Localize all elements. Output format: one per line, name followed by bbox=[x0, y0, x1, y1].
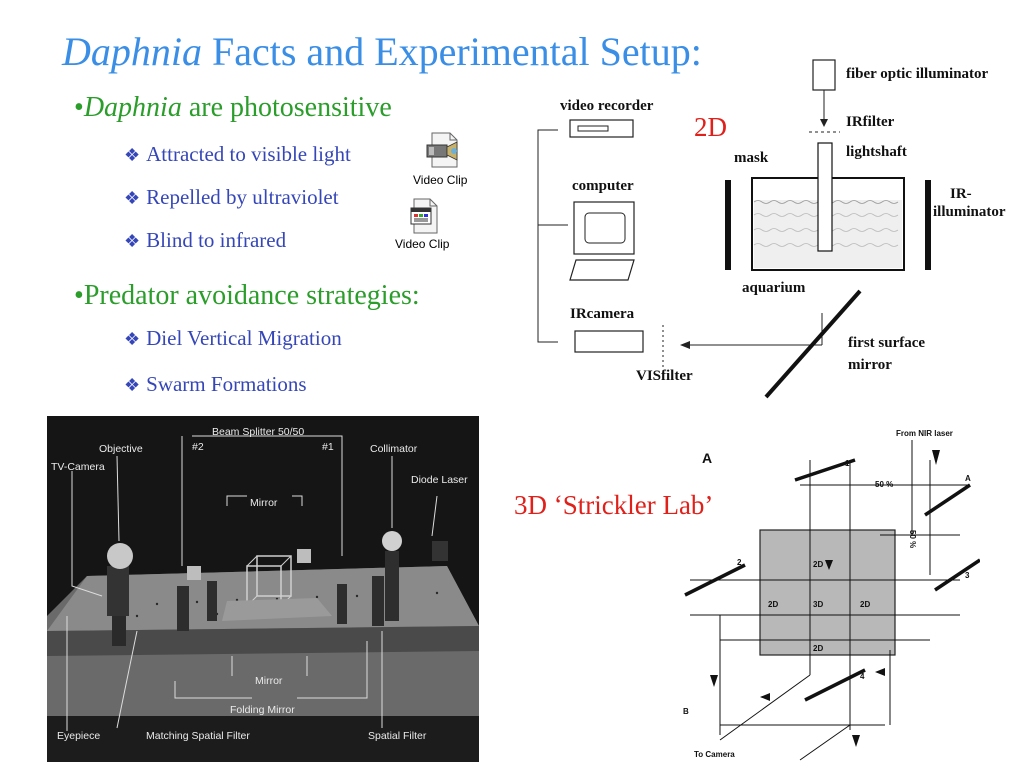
slide-title: Daphnia Facts and Experimental Setup: bbox=[62, 28, 702, 75]
diamond-icon: ❖ bbox=[124, 375, 141, 395]
label-2d-top: 2D bbox=[813, 560, 824, 569]
setup-3d-diagram bbox=[684, 440, 980, 761]
label-aquarium: aquarium bbox=[742, 280, 806, 296]
fiber-illuminator-box bbox=[812, 59, 836, 91]
diamond-icon: ❖ bbox=[124, 145, 141, 165]
diamond-icon: ❖ bbox=[124, 329, 141, 349]
sub-bullet-text: Swarm Formations bbox=[146, 372, 307, 396]
label-n4: 4 bbox=[860, 672, 865, 681]
sub-bullet-5: ❖Swarm Formations bbox=[124, 372, 307, 397]
sub-bullet-text: Attracted to visible light bbox=[146, 142, 351, 166]
label-2d-right: 2D bbox=[860, 600, 871, 609]
title-rest: Facts and Experimental Setup: bbox=[202, 29, 702, 74]
label-pct-2: 50 % bbox=[908, 530, 917, 549]
sub-bullet-text: Diel Vertical Migration bbox=[146, 326, 342, 350]
label-lightshaft: lightshaft bbox=[846, 144, 907, 160]
sub-bullet-text: Repelled by ultraviolet bbox=[146, 185, 339, 209]
label-video-recorder: video recorder bbox=[560, 98, 654, 114]
label-to-camera: To Camera bbox=[694, 750, 735, 759]
photo-label-mirror-top: Mirror bbox=[250, 497, 278, 509]
bullet-italic: Daphnia bbox=[83, 92, 182, 123]
label-2d: 2D bbox=[694, 112, 727, 142]
video-clip-icon bbox=[410, 198, 438, 234]
bullet-photosensitive: •Daphnia are photosensitive bbox=[74, 92, 392, 124]
sub-bullet-4: ❖Diel Vertical Migration bbox=[124, 326, 342, 351]
label-ir-illuminator-2: illuminator bbox=[933, 204, 1006, 220]
optical-setup-illustration bbox=[47, 416, 479, 762]
sub-bullet-3: ❖Blind to infrared bbox=[124, 228, 286, 253]
photo-label-eyepiece: Eyepiece bbox=[57, 730, 101, 742]
sub-bullet-1: ❖Attracted to visible light bbox=[124, 142, 351, 167]
label-3d: 3D ‘Strickler Lab’ bbox=[514, 490, 714, 520]
lightshaft bbox=[817, 142, 833, 252]
photo-label-objective: Objective bbox=[99, 443, 143, 455]
sample-volume bbox=[759, 529, 896, 656]
label-panel-a: A bbox=[702, 450, 713, 466]
video-clip-label-2[interactable]: Video Clip bbox=[395, 237, 450, 251]
label-a: A bbox=[965, 474, 971, 483]
photo-label-tv-camera: TV-Camera bbox=[51, 461, 105, 473]
label-computer: computer bbox=[572, 178, 634, 194]
label-mask: mask bbox=[734, 150, 769, 166]
bullet-predator: •Predator avoidance strategies: bbox=[74, 280, 420, 312]
label-mirror-1: first surface bbox=[848, 335, 926, 351]
sub-bullet-2: ❖Repelled by ultraviolet bbox=[124, 185, 339, 210]
label-2d-bottom: 2D bbox=[813, 644, 824, 653]
label-fiber: fiber optic illuminator bbox=[846, 66, 989, 82]
ir-camera-box bbox=[574, 330, 644, 353]
photo-label-matching: Matching Spatial Filter bbox=[146, 730, 250, 742]
video-clip-icon-1[interactable] bbox=[424, 130, 464, 170]
video-clip-label-1[interactable]: Video Clip bbox=[413, 173, 468, 187]
sub-bullet-text: Blind to infrared bbox=[146, 228, 287, 252]
photo-label-spatial: Spatial Filter bbox=[368, 730, 427, 742]
photo-label-beam-splitter: Beam Splitter 50/50 bbox=[212, 426, 305, 438]
label-visfilter: VISfilter bbox=[636, 368, 693, 384]
label-n2: 2 bbox=[737, 558, 742, 567]
first-surface-mirror bbox=[764, 289, 862, 399]
label-ir-illuminator-1: IR- bbox=[950, 186, 972, 202]
photo-label-n1: #1 bbox=[322, 441, 334, 453]
label-ircamera: IRcamera bbox=[570, 306, 635, 322]
label-b: B bbox=[683, 707, 689, 716]
optical-setup-photo: Beam Splitter 50/50 #2 #1 Objective TV-C… bbox=[47, 416, 479, 762]
bullet-text: Predator avoidance strategies: bbox=[83, 280, 420, 311]
label-from-laser: From NIR laser bbox=[896, 429, 953, 438]
bullet-rest: are photosensitive bbox=[181, 92, 392, 123]
video-clip-icon-2[interactable] bbox=[406, 196, 442, 236]
video-clip-icon bbox=[426, 132, 458, 168]
bullet-char: • bbox=[74, 280, 84, 311]
label-n3: 3 bbox=[965, 571, 970, 580]
label-3d-center: 3D bbox=[813, 600, 824, 609]
diamond-icon: ❖ bbox=[124, 231, 141, 251]
diamond-icon: ❖ bbox=[124, 188, 141, 208]
setup-2d-diagram bbox=[537, 59, 931, 399]
label-pct-1: 50 % bbox=[875, 480, 894, 489]
photo-label-folding-mirror: Folding Mirror bbox=[230, 704, 295, 716]
photo-label-n2: #2 bbox=[192, 441, 204, 453]
title-italic: Daphnia bbox=[62, 29, 202, 74]
label-2d-left: 2D bbox=[768, 600, 779, 609]
label-mirror-2: mirror bbox=[848, 357, 892, 373]
label-n1: 1 bbox=[845, 459, 850, 468]
label-irfilter: IRfilter bbox=[846, 114, 895, 130]
computer-keyboard bbox=[569, 259, 635, 281]
photo-label-mirror-bottom: Mirror bbox=[255, 675, 283, 687]
photo-label-diode-laser: Diode Laser bbox=[411, 474, 468, 486]
photo-label-collimator: Collimator bbox=[370, 443, 418, 455]
bullet-char: • bbox=[74, 92, 84, 123]
